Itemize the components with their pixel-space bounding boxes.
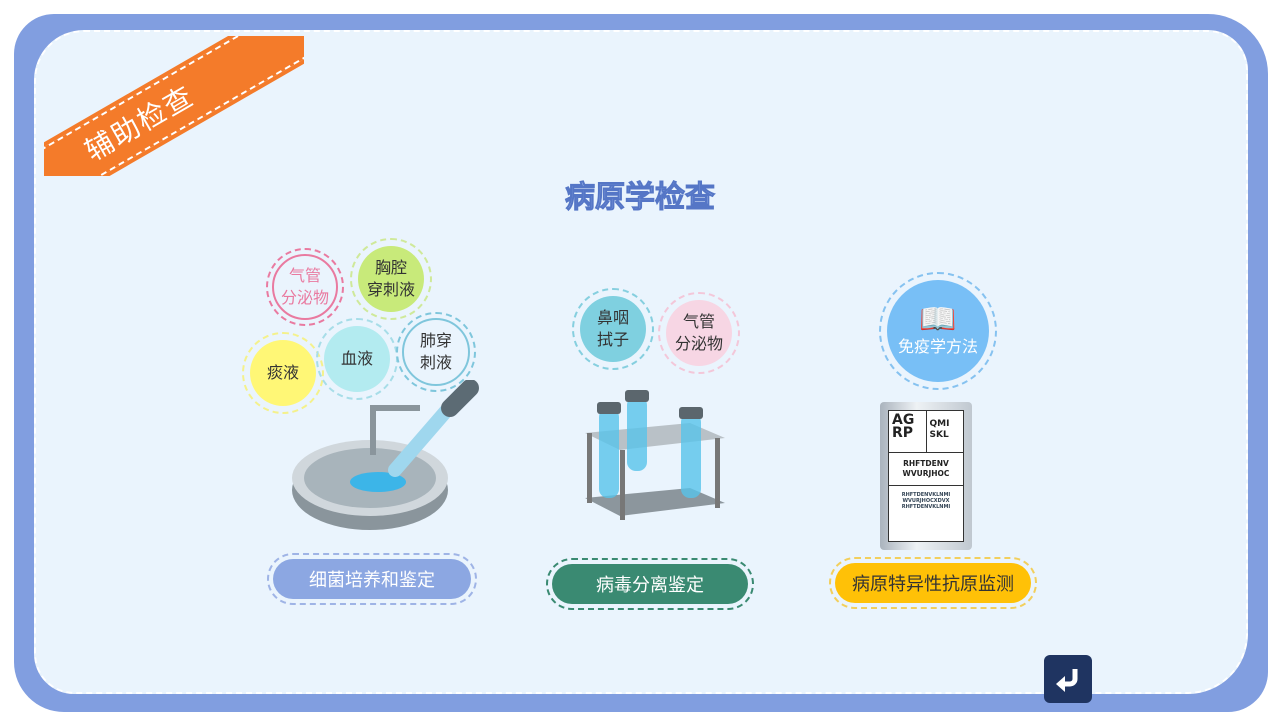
- eye-chart-text: RHFTDENV: [903, 459, 949, 468]
- bubble-label: 免疫学方法: [897, 337, 978, 356]
- corner-ribbon: 辅助检查: [44, 36, 304, 176]
- petri-dish-illustration: [292, 380, 479, 530]
- eye-chart-text: AG RP: [892, 412, 915, 441]
- bubble-blood: 血液: [316, 318, 398, 400]
- eye-chart-text: RHFTDENVKLNMI: [901, 492, 951, 498]
- back-button[interactable]: [1044, 655, 1092, 703]
- bubble-tracheal-secretion-2: 气管 分泌物: [658, 292, 740, 374]
- eye-chart-text: RHFTDENVKLNMI: [901, 504, 951, 510]
- page-title: 病原学检查: [565, 180, 716, 216]
- ribbon-label: 辅助检查: [79, 79, 200, 168]
- bubble-pleural-fluid: 胸腔 穿刺液: [350, 238, 432, 320]
- antigen-detection-button[interactable]: 病原特异性抗原监测: [829, 557, 1037, 609]
- bacterial-culture-button[interactable]: 细菌培养和鉴定: [267, 553, 477, 605]
- bubble-sputum: 痰液: [242, 332, 324, 414]
- open-book-icon: 📖: [919, 302, 957, 337]
- bubble-nasopharyngeal-swab: 鼻咽 拭子: [572, 288, 654, 370]
- virus-isolation-button[interactable]: 病毒分离鉴定: [546, 558, 754, 610]
- bubble-tracheal-secretion: 气管 分泌物: [266, 248, 344, 326]
- bubble-immunology-method: 📖 免疫学方法: [879, 272, 997, 390]
- bubble-lung-puncture: 肺穿 刺液: [396, 312, 476, 392]
- return-arrow-icon: [1056, 669, 1078, 692]
- eye-chart-text: WVURJHOCXDVX: [902, 498, 950, 504]
- eye-chart-text: QMI SKL: [925, 411, 964, 452]
- test-tube-rack-illustration: [585, 390, 725, 520]
- eye-chart-text: WVURJHOC: [902, 469, 950, 478]
